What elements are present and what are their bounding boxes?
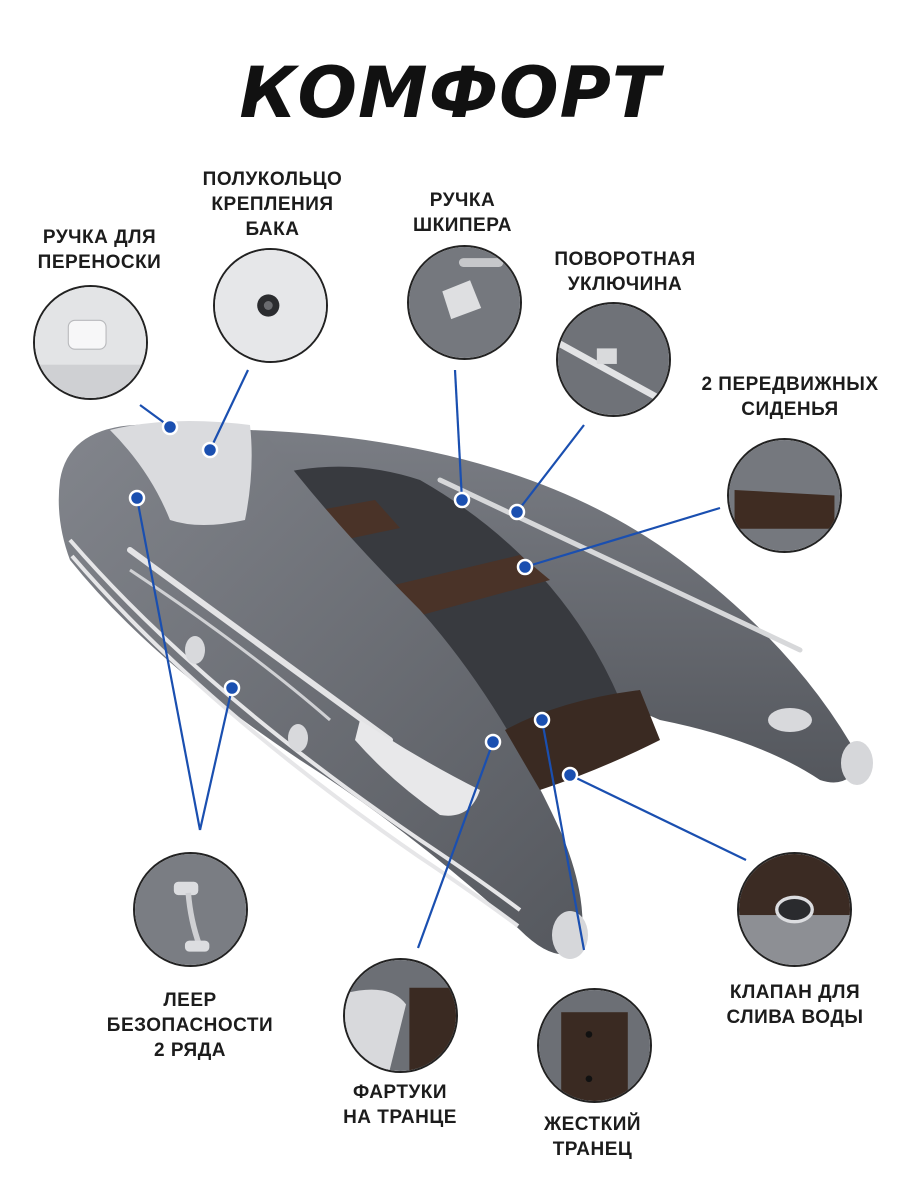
- label-seats: 2 ПЕРЕДВИЖНЫХ СИДЕНЬЯ: [701, 374, 879, 420]
- label-skipper-handle: РУЧКА ШКИПЕРА: [413, 190, 512, 236]
- marker-dot: [508, 503, 526, 521]
- bow-light-section: [110, 421, 252, 525]
- transom-aprons-thumbnail: [343, 958, 458, 1073]
- handle: [185, 636, 205, 664]
- safety-line: [129, 568, 331, 722]
- seat-front: [198, 500, 400, 565]
- label-drain-valve: КЛАПАН ДЛЯ СЛИВА ВОДЫ: [726, 982, 864, 1028]
- oar-shaft: [127, 547, 393, 743]
- label-oarlock: ПОВОРОТНАЯ УКЛЮЧИНА: [554, 249, 696, 295]
- handle: [288, 724, 308, 752]
- marker-dot: [161, 418, 179, 436]
- boat-floor: [170, 466, 620, 745]
- marker-dot: [561, 766, 579, 784]
- marker-dot: [128, 489, 146, 507]
- rub-stripe: [68, 538, 522, 912]
- marker-dot: [453, 491, 471, 509]
- oar-blade: [355, 720, 480, 816]
- rub-stripe: [70, 554, 520, 928]
- label-transom-aprons: ФАРТУКИ НА ТРАНЦЕ: [343, 1082, 457, 1128]
- left-tube-cone: [552, 911, 588, 959]
- transom: [505, 690, 660, 790]
- seats-thumbnail: [727, 438, 842, 553]
- right-tube-cone: [841, 741, 873, 785]
- marker-dot: [223, 679, 241, 697]
- carry-handle-thumbnail: [33, 285, 148, 400]
- safety-line-thumbnail: [133, 852, 248, 967]
- left-tube: [58, 424, 583, 955]
- label-safety-line: ЛЕЕР БЕЗОПАСНОСТИ 2 РЯДА: [106, 990, 274, 1061]
- rigid-transom-thumbnail: [537, 988, 652, 1103]
- seat-back: [298, 555, 550, 640]
- page-title: КОМФОРТ: [239, 52, 661, 134]
- marker-dot: [533, 711, 551, 729]
- marker-dot: [484, 733, 502, 751]
- marker-dot: [201, 441, 219, 459]
- tank-ring-thumbnail: [213, 248, 328, 363]
- label-tank-ring: ПОЛУКОЛЬЦО КРЕПЛЕНИЯ БАКА: [202, 169, 343, 240]
- marker-dot: [516, 558, 534, 576]
- label-rigid-transom: ЖЕСТКИЙ ТРАНЕЦ: [543, 1114, 642, 1160]
- handle: [768, 708, 812, 732]
- drain-valve-thumbnail: [737, 852, 852, 967]
- oarlock-thumbnail: [556, 302, 671, 417]
- label-carry-handle: РУЧКА ДЛЯ ПЕРЕНОСКИ: [37, 227, 162, 273]
- skipper-handle-thumbnail: [407, 245, 522, 360]
